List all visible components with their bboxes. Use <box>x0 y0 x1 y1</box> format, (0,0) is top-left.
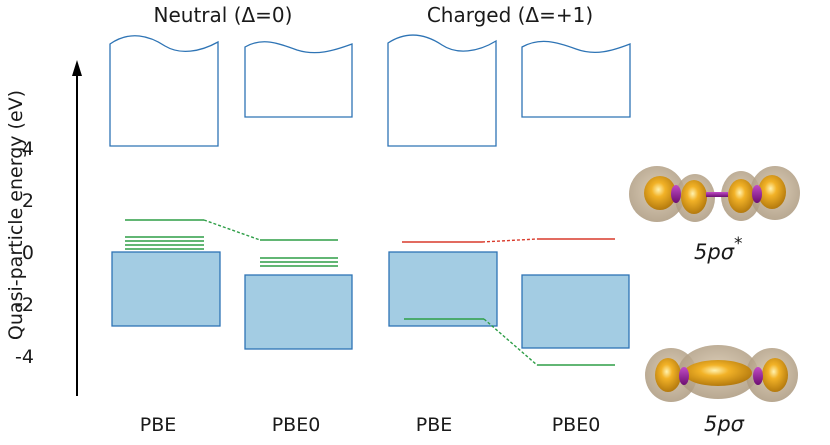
valence-band-neutral-pbe <box>111 251 221 327</box>
conduction-band-neutral-pbe <box>109 35 219 147</box>
tick-label: -2 <box>15 294 34 316</box>
bonding-orbital-image <box>645 345 798 402</box>
axis-label: Quasi-particle energy (eV) <box>5 90 27 340</box>
conduction-bands <box>109 34 631 147</box>
neutral-levels <box>125 219 338 267</box>
level-connector <box>481 238 538 243</box>
column-label: PBE <box>140 414 177 436</box>
tick-label: -4 <box>15 346 34 368</box>
conduction-band-neutral-pbe0 <box>244 41 353 118</box>
tick-label: 4 <box>22 138 34 160</box>
bonding-orbital-label: 5pσ <box>704 412 745 436</box>
charged-title: Charged (Δ=+1) <box>427 3 593 27</box>
valence-band-neutral-pbe0 <box>244 274 353 350</box>
level-connector <box>203 219 261 241</box>
tick-label: 2 <box>22 190 34 212</box>
neutral-title: Neutral (Δ=0) <box>154 3 293 27</box>
valence-band-charged-pbe0 <box>521 274 630 349</box>
column-label: PBE0 <box>272 414 321 436</box>
conduction-band-charged-pbe0 <box>521 40 631 118</box>
level-connector <box>483 318 538 366</box>
column-label: PBE <box>416 414 453 436</box>
axis-arrowhead-icon <box>72 60 82 76</box>
antibonding-label-text: 5pσ <box>694 240 735 264</box>
antibonding-label-sup: * <box>734 234 743 254</box>
valence-band-charged-pbe <box>388 251 498 327</box>
tick-label: 0 <box>22 242 34 264</box>
valence-bands <box>111 251 630 350</box>
antibonding-orbital-label: 5pσ* <box>694 234 743 264</box>
conduction-band-charged-pbe <box>387 34 497 147</box>
charged-levels <box>402 238 615 366</box>
antibonding-orbital-image <box>629 166 800 222</box>
column-label: PBE0 <box>552 414 601 436</box>
